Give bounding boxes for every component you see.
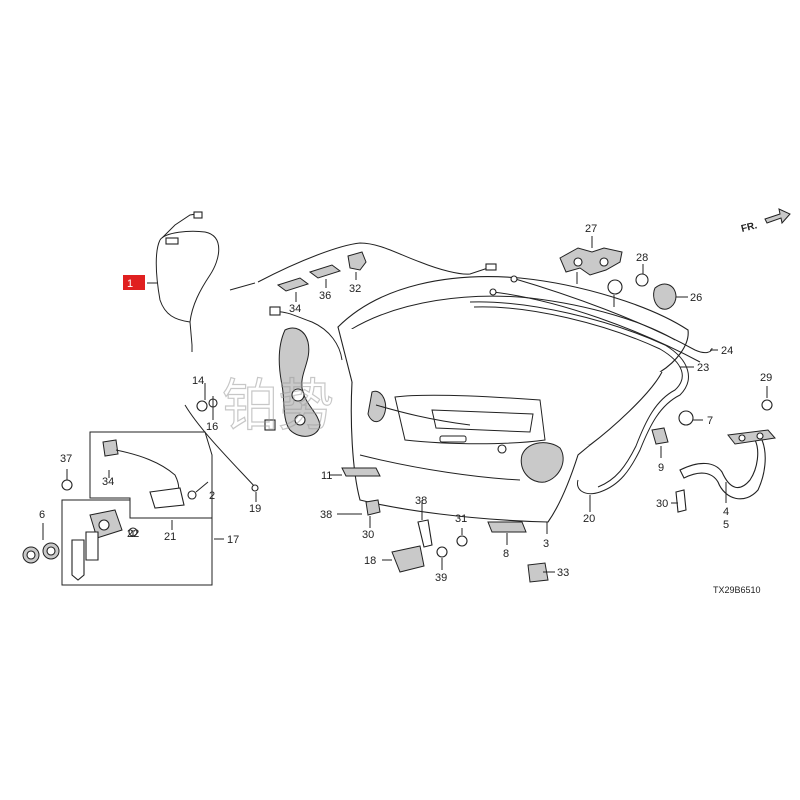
- cushion: [651, 427, 669, 445]
- clip: [365, 499, 381, 516]
- callout-4: 5: [723, 519, 729, 531]
- bracket: [391, 545, 425, 573]
- callout-33: 34: [102, 476, 114, 488]
- callout-14: 16: [206, 421, 218, 433]
- callout-16: 17: [227, 534, 239, 546]
- clip: [347, 251, 367, 271]
- callout-22: 23: [697, 362, 709, 374]
- callout-20: 21: [164, 531, 176, 543]
- leader-lines: [42, 236, 768, 573]
- latch-assembly: [264, 306, 343, 437]
- nut: [436, 546, 448, 558]
- callout-18: 19: [249, 503, 261, 515]
- callout-3: 4: [723, 506, 729, 518]
- callout-30b: 31: [455, 513, 467, 525]
- bumper: [527, 562, 549, 583]
- callout-37: 38: [415, 495, 427, 507]
- seal: [341, 467, 381, 477]
- callout-2: 3: [543, 538, 549, 550]
- callout-29: 30: [656, 498, 668, 510]
- callout-27: 28: [636, 252, 648, 264]
- callout-6: 7: [707, 415, 713, 427]
- weatherstrip: [469, 301, 689, 495]
- callout-1: 2: [209, 490, 215, 502]
- callout-36: 37: [60, 453, 72, 465]
- callout-17: 18: [364, 555, 376, 567]
- nut: [678, 410, 694, 426]
- bolt: [761, 399, 773, 411]
- callout-7: 8: [503, 548, 509, 560]
- opener-rod: [184, 404, 257, 489]
- callout-21: 22: [127, 528, 139, 540]
- watermark: 铂势: [222, 374, 334, 439]
- callout-34b: 36: [319, 290, 331, 302]
- fr-label: FR.: [740, 220, 759, 235]
- callout-19: 20: [583, 513, 595, 525]
- callout-11: 14: [192, 375, 204, 387]
- seal: [487, 521, 527, 533]
- callout-38: 38: [320, 509, 332, 521]
- bolt: [635, 273, 649, 287]
- bolt: [417, 519, 433, 548]
- highlighted-callout-box: [123, 275, 145, 290]
- callout-8: 9: [658, 462, 664, 474]
- callout-9: 11: [321, 470, 332, 482]
- callout-34: 34: [289, 303, 301, 315]
- callout-25: 1: [127, 278, 133, 290]
- lock-cylinder-box: [61, 431, 213, 586]
- torsion-bars: [489, 275, 713, 363]
- pad: [308, 264, 342, 279]
- front-arrow-icon: [764, 208, 791, 225]
- front-direction-indicator: FR.: [740, 208, 791, 235]
- grommet: [196, 400, 208, 412]
- hinge-arm: [679, 429, 776, 500]
- trunk-lid: [337, 276, 689, 523]
- nut: [61, 479, 73, 491]
- callout-31: 32: [349, 283, 361, 295]
- diagram-code: TX29B6510: [713, 585, 761, 595]
- callout-23: 24: [721, 345, 733, 357]
- callout-24: 26: [690, 292, 702, 304]
- callouts: 1 2 3 4 5 6 7 8 9 11 14 16 17 18 19 20 2…: [39, 223, 772, 584]
- bolt: [675, 489, 687, 513]
- hinge-latch: [559, 247, 623, 284]
- pad: [276, 277, 310, 292]
- nut: [456, 535, 468, 547]
- callout-32: 33: [557, 567, 569, 579]
- callout-5: 6: [39, 509, 45, 521]
- trunk-opener-cable: [155, 211, 497, 352]
- callout-28: 29: [760, 372, 772, 384]
- nut: [607, 279, 623, 295]
- callout-30: 30: [362, 529, 374, 541]
- callout-38b: 39: [435, 572, 447, 584]
- callout-26: 27: [585, 223, 597, 235]
- striker: [653, 283, 677, 310]
